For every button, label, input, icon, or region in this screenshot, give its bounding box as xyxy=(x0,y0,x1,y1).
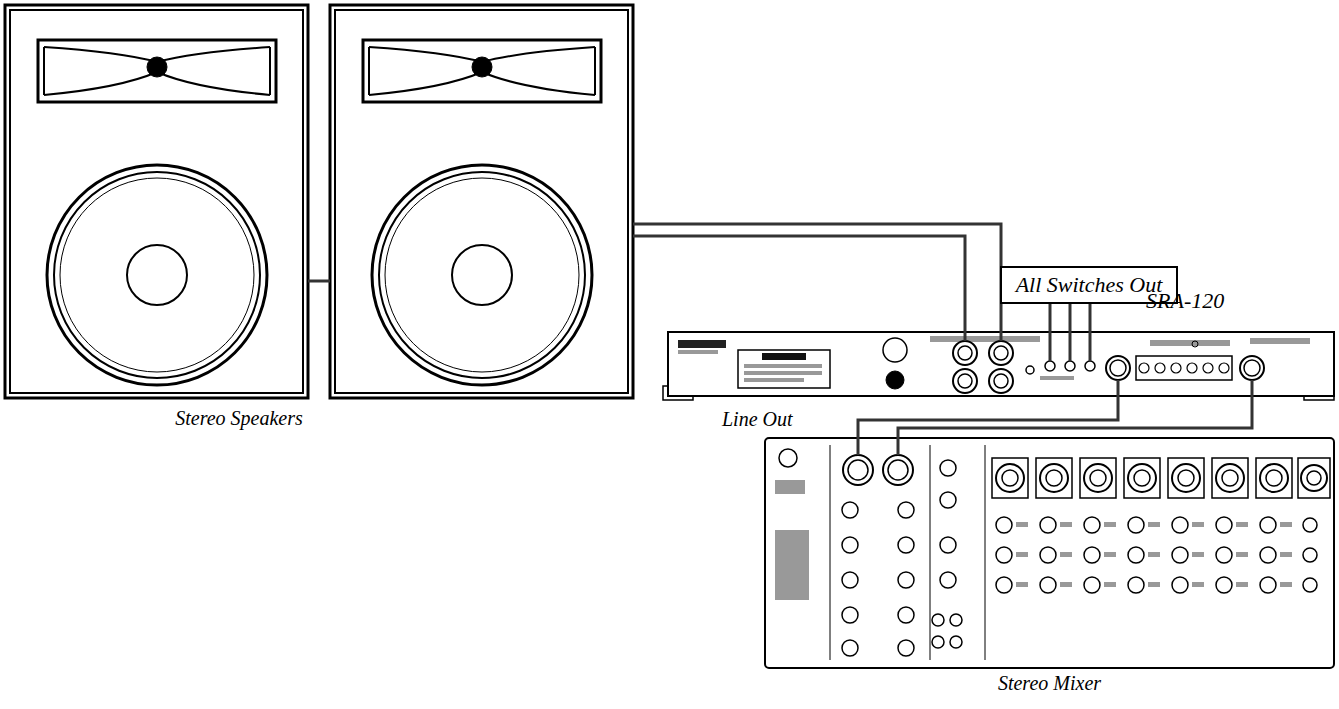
device-label: SRA-120 xyxy=(1146,288,1224,314)
amplifier: SRA-120 xyxy=(668,332,1334,396)
device-label: All Switches Out xyxy=(1016,272,1163,298)
amplifier-chassis xyxy=(663,332,1334,400)
audio-cable xyxy=(1069,304,1072,332)
speaker-cabinet xyxy=(5,5,308,398)
audio-cable xyxy=(633,224,1001,332)
mixer-channel-strips xyxy=(992,458,1330,593)
jack-stub-wires xyxy=(965,332,1252,396)
speaker-pair: Stereo Speakers xyxy=(5,5,633,398)
audio-cable xyxy=(1089,304,1092,332)
audio-cable xyxy=(1049,304,1052,332)
mixer-output-stubs xyxy=(858,438,898,455)
line-out-label: Line Out xyxy=(722,408,793,431)
audio-cable xyxy=(633,236,965,332)
audio-cable xyxy=(898,396,1252,438)
stereo-mixer: Stereo Mixer xyxy=(765,438,1334,668)
speaker-cabinet xyxy=(330,5,633,398)
device-label: Stereo Mixer xyxy=(765,672,1334,695)
speaker-link-wire xyxy=(308,280,330,283)
mixer-panel xyxy=(765,438,1334,668)
device-label: Stereo Speakers xyxy=(0,407,553,430)
